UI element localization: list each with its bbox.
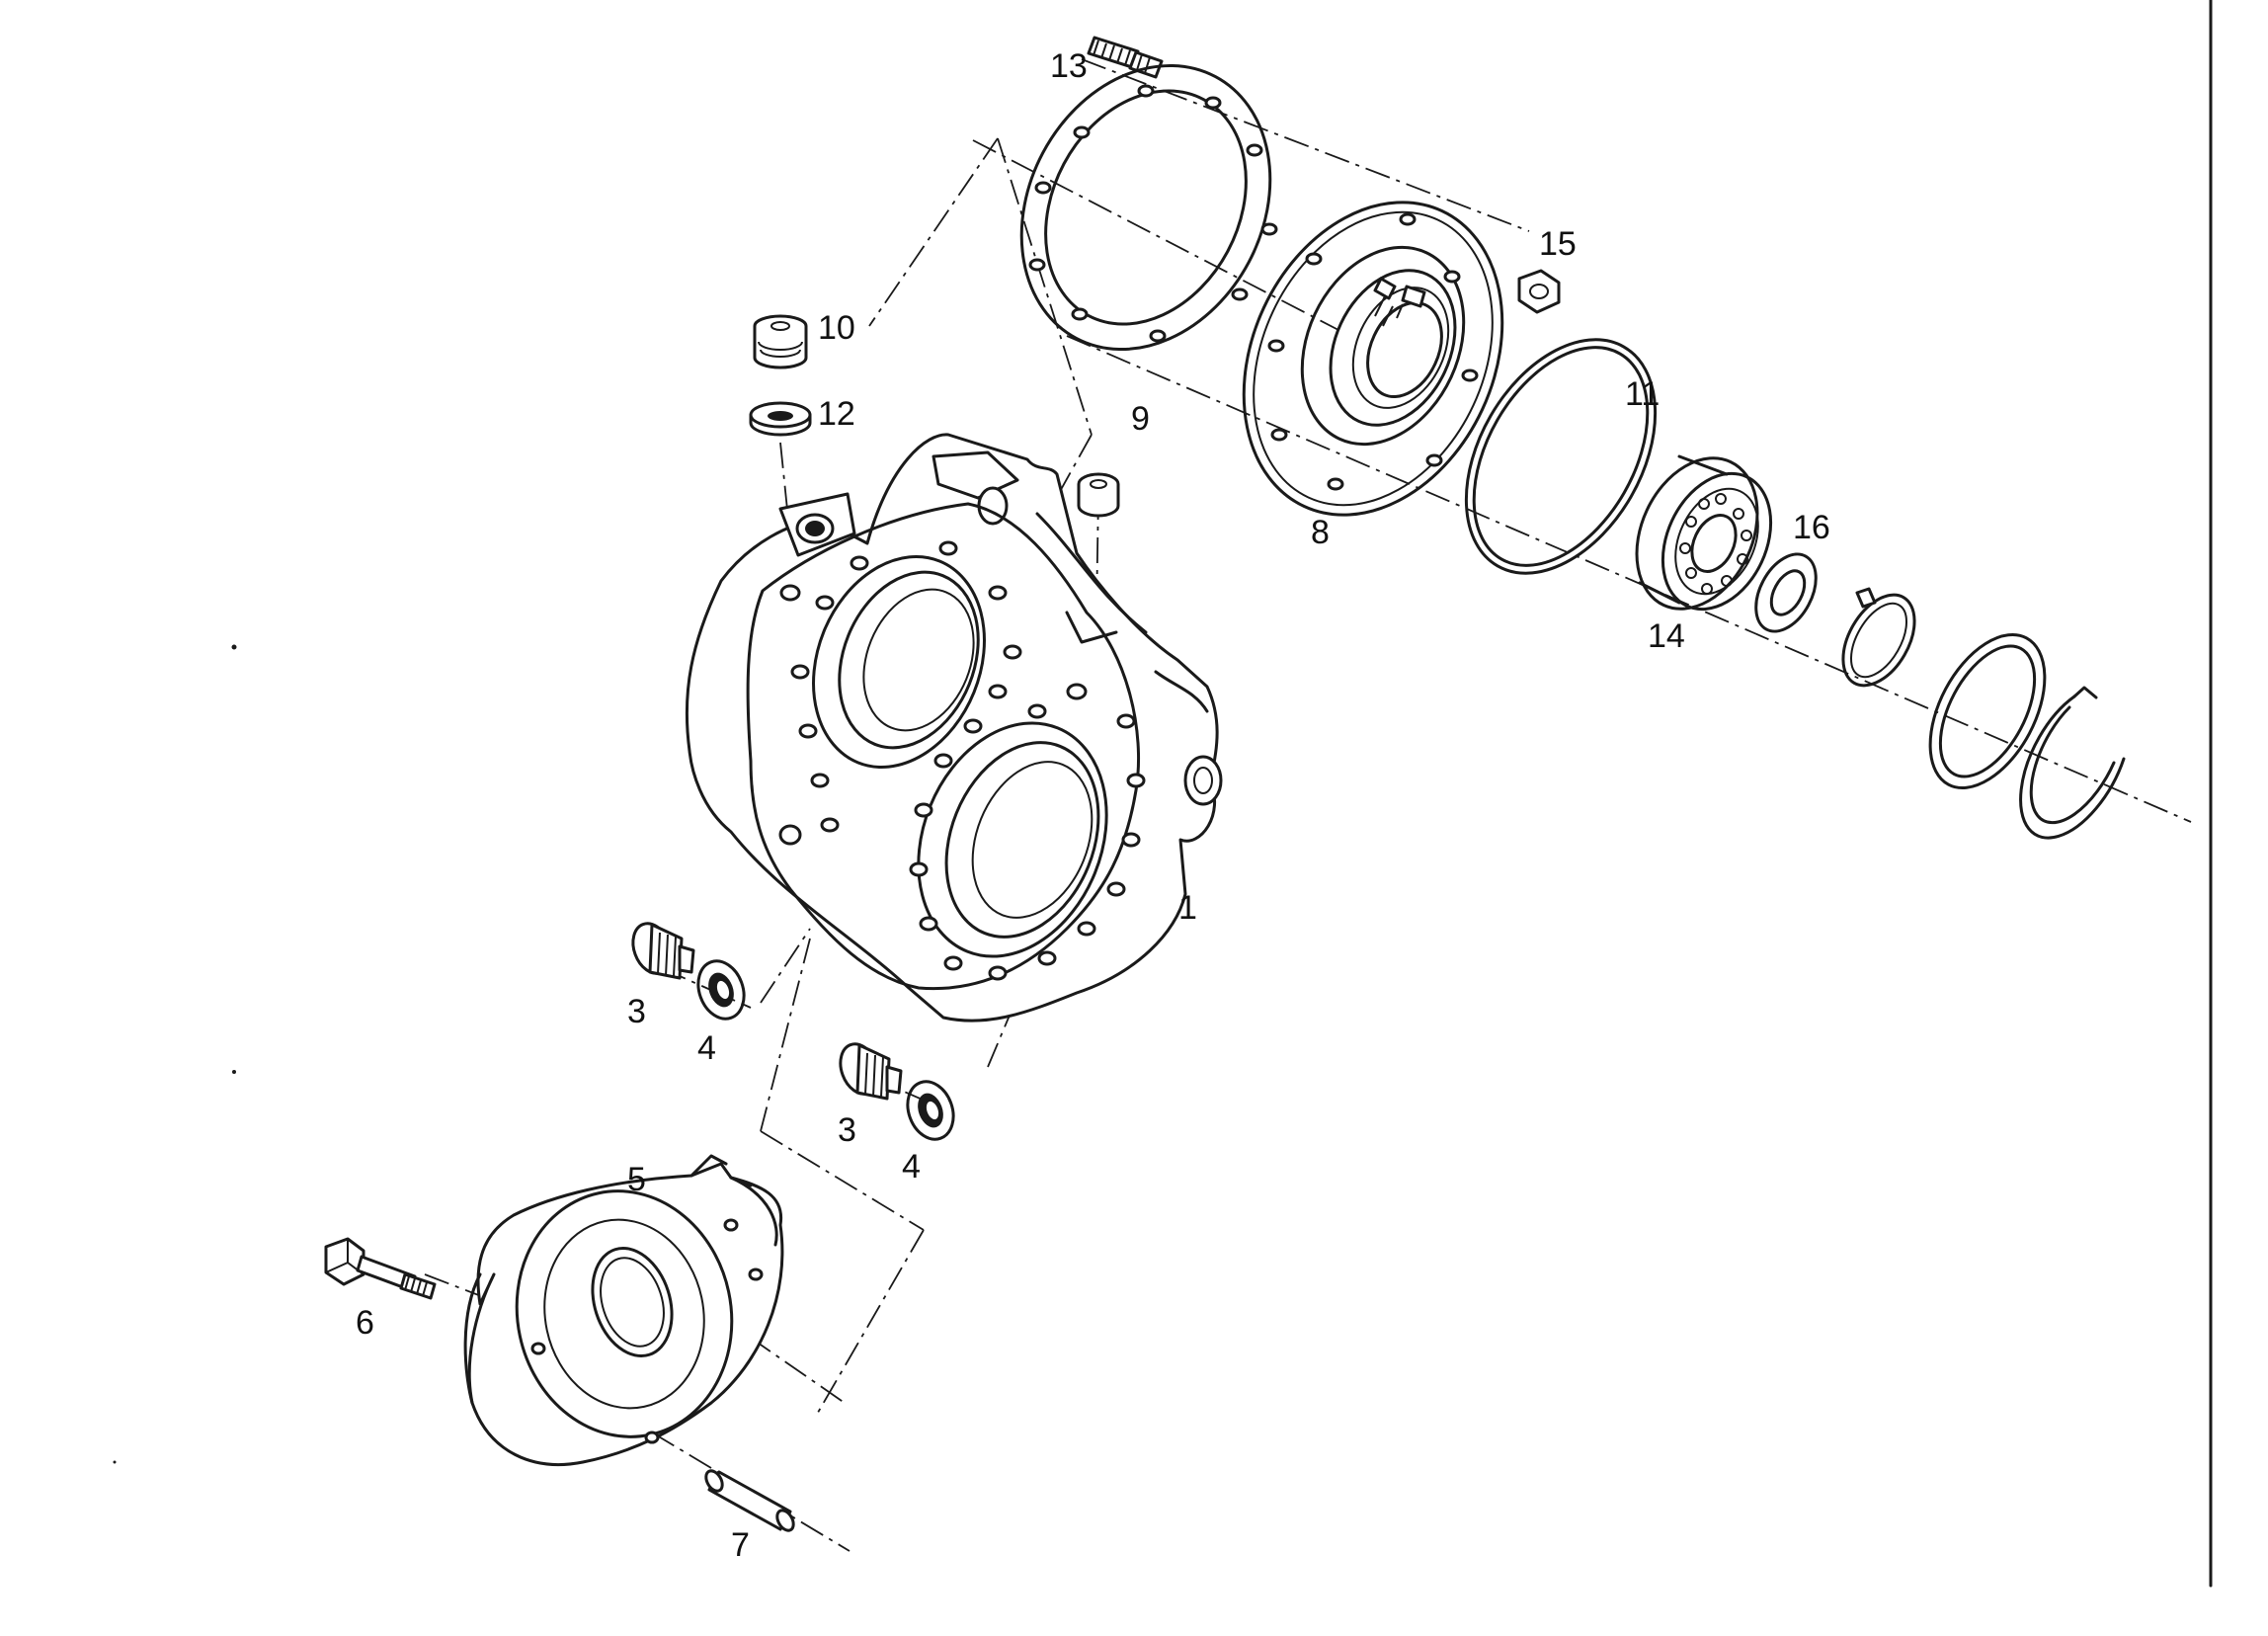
callout-11: 11 — [1625, 375, 1660, 413]
sleeve — [1077, 472, 1120, 518]
gasket-part-9 — [1019, 63, 1278, 352]
washer-part-16 — [1754, 552, 1818, 633]
callout-7: 7 — [731, 1526, 750, 1564]
bolt-part-6 — [324, 1237, 437, 1300]
washer-part-12 — [749, 401, 812, 437]
callout-6: 6 — [356, 1304, 374, 1342]
retaining-ring — [2019, 686, 2126, 840]
callout-12: 12 — [818, 395, 855, 433]
seal-ring-part-4-lower — [906, 1080, 955, 1141]
callout-9: 9 — [1131, 400, 1150, 438]
plug-part-10 — [753, 314, 808, 369]
callout-4-upper: 4 — [697, 1029, 716, 1067]
callout-15: 15 — [1539, 225, 1577, 263]
callout-3-lower: 3 — [838, 1111, 856, 1149]
scan-specks — [113, 644, 237, 1464]
callout-13: 13 — [1050, 47, 1088, 85]
callout-14: 14 — [1648, 617, 1685, 655]
flange-part-8 — [1242, 201, 1504, 517]
callout-3-upper: 3 — [627, 993, 646, 1030]
cover-part-5 — [463, 1154, 784, 1466]
plug-part-3-lower — [839, 1042, 903, 1101]
callout-1: 1 — [1178, 889, 1197, 927]
housing-part-1 — [685, 433, 1223, 1022]
callout-labels: 1 3 3 4 4 5 6 7 8 9 10 11 12 13 14 15 16 — [356, 47, 1830, 1564]
callout-16: 16 — [1793, 509, 1830, 546]
callout-8: 8 — [1311, 514, 1330, 551]
shim-ring — [1928, 632, 2047, 790]
nut-part-15 — [1517, 269, 1561, 314]
callout-10: 10 — [818, 309, 855, 347]
snap-ring — [1841, 587, 1916, 688]
dowel-pin-part-7 — [704, 1469, 795, 1532]
plug-part-3-upper — [631, 922, 695, 980]
o-ring-part-11 — [1464, 338, 1658, 575]
ball-bearing-part-14 — [1635, 454, 1773, 612]
callout-5: 5 — [627, 1161, 646, 1198]
stud-part-13 — [1087, 36, 1164, 79]
seal-ring-part-4-upper — [696, 959, 746, 1021]
callout-4-lower: 4 — [902, 1148, 921, 1186]
